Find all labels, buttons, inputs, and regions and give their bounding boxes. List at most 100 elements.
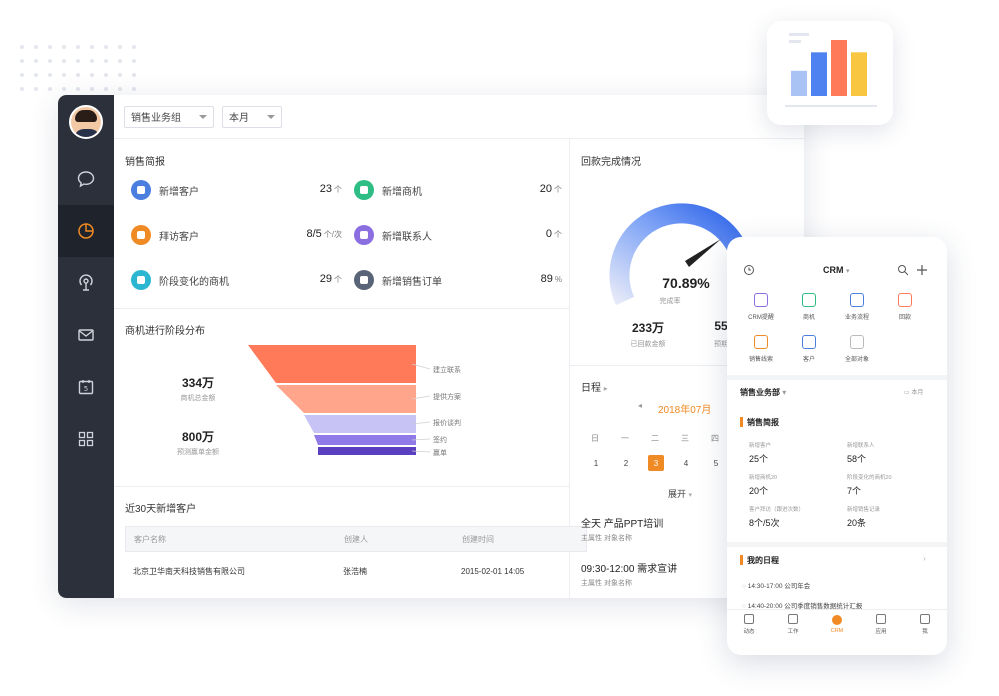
funnel-leader-line	[411, 438, 431, 441]
chevron-down-icon	[267, 114, 275, 119]
sidebar-item-apps[interactable]	[58, 413, 114, 465]
app-shortcut-label: 全部对象	[844, 357, 869, 363]
tab-label: 应用	[875, 629, 887, 635]
app-shortcut-label: 销售线索	[748, 357, 773, 363]
app-shortcut[interactable]: 商机	[785, 293, 833, 321]
section-marker	[740, 417, 743, 427]
table-row[interactable]: 北京卫华南天科技销售有限公司 张浩楠 2015-02-01 14:05	[125, 552, 587, 590]
sales-stat-unit: 个/次	[323, 230, 342, 239]
plus-icon[interactable]	[916, 264, 928, 276]
app-shortcut-icon	[850, 335, 864, 349]
funnel-stage-bar[interactable]	[276, 385, 416, 413]
app-shortcut-label: 业务流程	[844, 315, 869, 321]
funnel-stage-bar[interactable]	[248, 345, 416, 383]
expand-button[interactable]: 展开 ▾	[668, 487, 692, 500]
app-title[interactable]: CRM ▾	[823, 265, 850, 275]
funnel-stage-label: 报价谈判	[433, 418, 461, 427]
schedule-event[interactable]: 09:30-12:00 需求宣讲	[581, 560, 677, 575]
tab-icon	[832, 615, 842, 625]
section-divider	[114, 486, 569, 487]
icon-glyph	[137, 276, 145, 284]
funnel-stage-bar[interactable]	[314, 435, 416, 445]
sales-stat-item[interactable]: 拜访客户	[131, 223, 199, 247]
app-shortcut[interactable]: 业务流程	[833, 293, 881, 321]
dot	[62, 73, 66, 77]
phone-schedule-item[interactable]: ○ 14:30-17:00 公司年会	[742, 580, 937, 590]
icon-glyph	[360, 186, 368, 194]
expand-label: 展开	[668, 489, 687, 499]
phone-stat-value: 58个	[847, 454, 867, 464]
funnel-stage-bar[interactable]	[318, 447, 416, 455]
team-select[interactable]: 销售业务组	[124, 105, 214, 128]
dept-select[interactable]: 销售业务部 ▾	[740, 387, 786, 398]
tab-label: 动态	[743, 629, 755, 635]
funnel-leader-line	[411, 421, 431, 425]
weekday-label: 三	[681, 434, 689, 443]
sales-stat-item[interactable]: 阶段变化的商机	[131, 268, 229, 292]
tab-item[interactable]: CRM	[815, 610, 859, 639]
bar-chart-illustration	[785, 33, 877, 107]
funnel-stage-label: 提供方案	[433, 392, 461, 401]
dot	[118, 59, 122, 63]
avatar[interactable]	[69, 105, 103, 139]
search-icon[interactable]	[897, 264, 909, 276]
funnel-stage-bar[interactable]	[304, 415, 416, 433]
sidebar-item-mail[interactable]	[58, 309, 114, 361]
period-select[interactable]: 本月	[222, 105, 282, 128]
period-filter[interactable]: ▭ 本月	[904, 387, 923, 396]
calendar-day[interactable]: 1	[593, 458, 599, 468]
sales-stat-unit: 个	[554, 185, 562, 194]
schedule-event[interactable]: 全天 产品PPT培训	[581, 515, 663, 530]
phone-report-title: 销售简报	[747, 418, 779, 427]
sales-stat-label: 新增销售订单	[382, 276, 442, 288]
bottom-tab-bar: 动态 工作 CRM 应用 我	[727, 609, 947, 639]
payment-percent: 70.89%	[662, 275, 710, 291]
sidebar-item-chat[interactable]	[58, 153, 114, 205]
sales-stat-number: 23	[319, 183, 332, 195]
sales-stat-unit: 个	[554, 230, 562, 239]
tab-item[interactable]: 动态	[727, 610, 771, 639]
section-divider	[727, 375, 947, 380]
received-amount: 233万	[631, 321, 665, 335]
payment-percent-label: 完成率	[659, 298, 681, 305]
phone-schedule-item[interactable]: ○ 14:40-20:00 公司季度销售数据统计汇报	[742, 600, 937, 610]
weekday-label: 二	[651, 434, 659, 443]
dot	[104, 87, 108, 91]
sales-stat-item[interactable]: 新增联系人	[354, 223, 432, 247]
prev-month-button[interactable]: ◂	[638, 401, 643, 410]
calendar-day[interactable]: 2	[623, 458, 629, 468]
sidebar-item-calendar[interactable]: 5	[58, 361, 114, 413]
sales-stat-item[interactable]: 新增客户	[131, 178, 199, 202]
sales-stat-value: 89%	[488, 273, 562, 285]
funnel-total-label: 商机总金额	[180, 395, 216, 402]
funnel-stage-label: 签约	[433, 435, 447, 444]
sales-stat-item[interactable]: 新增销售订单	[354, 268, 442, 292]
dot	[34, 73, 38, 77]
app-shortcut[interactable]: 全部对象	[833, 335, 881, 363]
calendar-day-selected[interactable]: 3	[648, 455, 664, 471]
sidebar-item-dashboard[interactable]	[58, 205, 114, 257]
app-shortcut[interactable]: 客户	[785, 335, 833, 363]
app-shortcut-icon	[802, 335, 816, 349]
sales-stat-item[interactable]: 新增商机	[354, 178, 422, 202]
team-select-value: 销售业务组	[131, 113, 181, 124]
chevron-right-icon[interactable]: ›	[923, 554, 926, 563]
sales-stat-number: 20	[539, 183, 552, 195]
sidebar-item-broadcast[interactable]	[58, 257, 114, 309]
app-shortcut[interactable]: CRM提醒	[737, 293, 785, 321]
tab-item[interactable]: 应用	[859, 610, 903, 639]
tab-item[interactable]: 工作	[771, 610, 815, 639]
event-meta: 主属性 对象名称	[581, 580, 632, 587]
sales-stat-number: 29	[319, 273, 332, 285]
app-shortcut[interactable]: 回款	[881, 293, 929, 321]
chat-bubble-icon	[77, 171, 95, 188]
app-shortcut[interactable]: 销售线索	[737, 335, 785, 363]
bar-chart-card	[767, 21, 893, 125]
dot	[76, 45, 80, 49]
calendar-day[interactable]: 5	[713, 458, 719, 468]
schedule-title[interactable]: 日程 ▸	[581, 379, 608, 394]
tab-icon	[788, 614, 798, 624]
tab-item[interactable]: 我	[903, 610, 947, 639]
calendar-day[interactable]: 4	[683, 458, 689, 468]
tab-label: CRM	[830, 628, 844, 634]
